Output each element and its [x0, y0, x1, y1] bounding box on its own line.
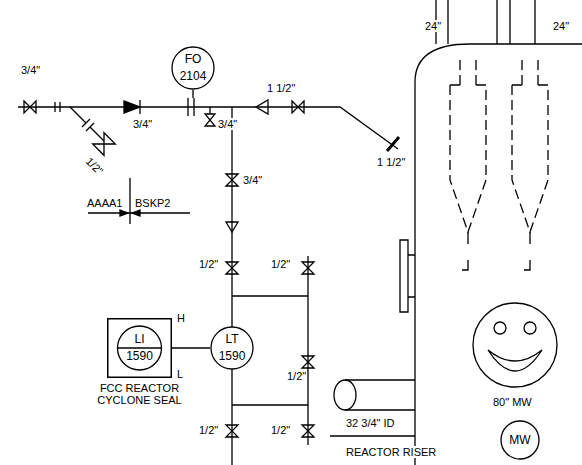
instrument-tag: LI [134, 333, 144, 346]
instrument-bubble: LT 1590 [210, 326, 254, 370]
service-description: FCC REACTOR CYCLONE SEAL [95, 382, 185, 406]
line-label: 80" MW [492, 396, 533, 408]
line-label: AAAA1 [86, 197, 123, 209]
line-label: 24" [552, 20, 570, 32]
line-label: L [176, 368, 184, 380]
line-label: 24" [424, 20, 442, 32]
loop-number: 1590 [219, 350, 246, 363]
instrument-tag: FO [185, 53, 202, 66]
line-label: 1 1/2" [376, 156, 406, 168]
line-label: 3/4" [217, 118, 238, 130]
signal-line [172, 348, 210, 349]
line-label: 3/4" [242, 174, 263, 186]
line-label: REACTOR RISER [345, 446, 437, 458]
instrument-tag: LT [225, 333, 238, 346]
line-label: 1/2" [83, 154, 106, 177]
line-label: 1/2" [270, 424, 291, 436]
loop-number: 1590 [126, 350, 153, 363]
line-label: 3/4" [20, 64, 41, 76]
instrument-bubble: FO 2104 [171, 46, 215, 90]
line-label: 1/2" [270, 258, 291, 270]
line-label: BSKP2 [134, 197, 171, 209]
line-label: 1/2" [286, 370, 307, 382]
node-outline [107, 318, 172, 378]
line-label: 3/4" [132, 118, 153, 130]
line-label: 1/2" [198, 258, 219, 270]
symbol-circle: MW [500, 420, 540, 460]
line-label: H [176, 312, 186, 324]
instrument-tag: MW [509, 434, 530, 447]
line-label: 32 3/4" ID [345, 417, 396, 429]
line-label: 1/2" [198, 424, 219, 436]
loop-number: 2104 [180, 70, 207, 83]
indicator-box: LI1590FCC REACTOR CYCLONE SEAL [107, 318, 172, 378]
line-label: 1 1/2" [266, 82, 296, 94]
